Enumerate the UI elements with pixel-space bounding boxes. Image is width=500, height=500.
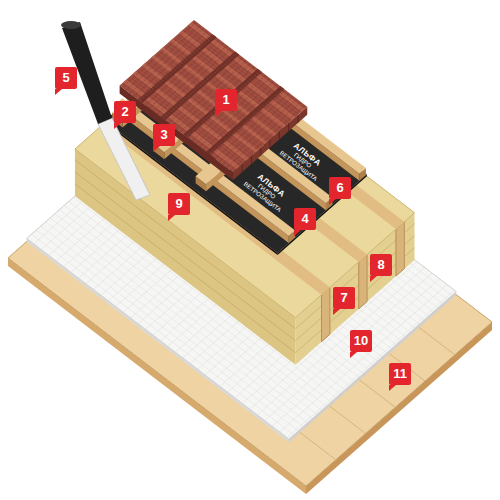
tile-profile — [288, 123, 289, 131]
tile-profile — [251, 156, 252, 164]
callout-number: 6 — [336, 180, 343, 195]
callout-badge: 7 — [333, 287, 355, 309]
callout-badge: 6 — [329, 177, 351, 199]
tile-profile — [270, 139, 271, 147]
tile-profile — [260, 148, 261, 156]
roof-tiles — [120, 20, 308, 172]
callout-number: 7 — [340, 290, 347, 305]
callout-number: 10 — [354, 333, 368, 348]
callout-badge: 8 — [370, 254, 392, 276]
callout-number: 3 — [160, 127, 167, 142]
callout-number: 11 — [393, 366, 407, 381]
callout-badge: 11 — [389, 363, 411, 385]
rafter-end — [396, 222, 404, 276]
tile-profile — [242, 164, 243, 172]
callout-badge: 9 — [168, 193, 190, 215]
tile-granules — [120, 20, 308, 172]
callout-number: 4 — [301, 211, 308, 226]
callout-number: 8 — [377, 257, 384, 272]
rafter-end — [359, 255, 367, 309]
callout-badge: 3 — [153, 124, 175, 146]
callout-badge: 2 — [114, 101, 136, 123]
tile-profile — [279, 131, 280, 139]
sealing-strip — [62, 22, 112, 124]
callout-badge: 4 — [294, 208, 316, 230]
callout-badge: 5 — [55, 67, 77, 89]
membrane-print: АЛЬФАГИДРО ВЕТРОЗАЩИТА — [241, 167, 293, 214]
callout-badge: 1 — [215, 89, 237, 111]
callout-number: 1 — [222, 92, 229, 107]
callout-badge: 10 — [350, 330, 372, 352]
membrane-print: АЛЬФАГИДРО ВЕТРОЗАЩИТА — [277, 136, 329, 183]
callout-number: 5 — [62, 70, 69, 85]
callout-number: 9 — [175, 196, 182, 211]
strip-roll — [61, 21, 81, 29]
rafter-end — [322, 287, 330, 341]
sealing-tape — [98, 118, 150, 200]
tile-profile — [297, 115, 298, 123]
callout-number: 2 — [121, 104, 128, 119]
